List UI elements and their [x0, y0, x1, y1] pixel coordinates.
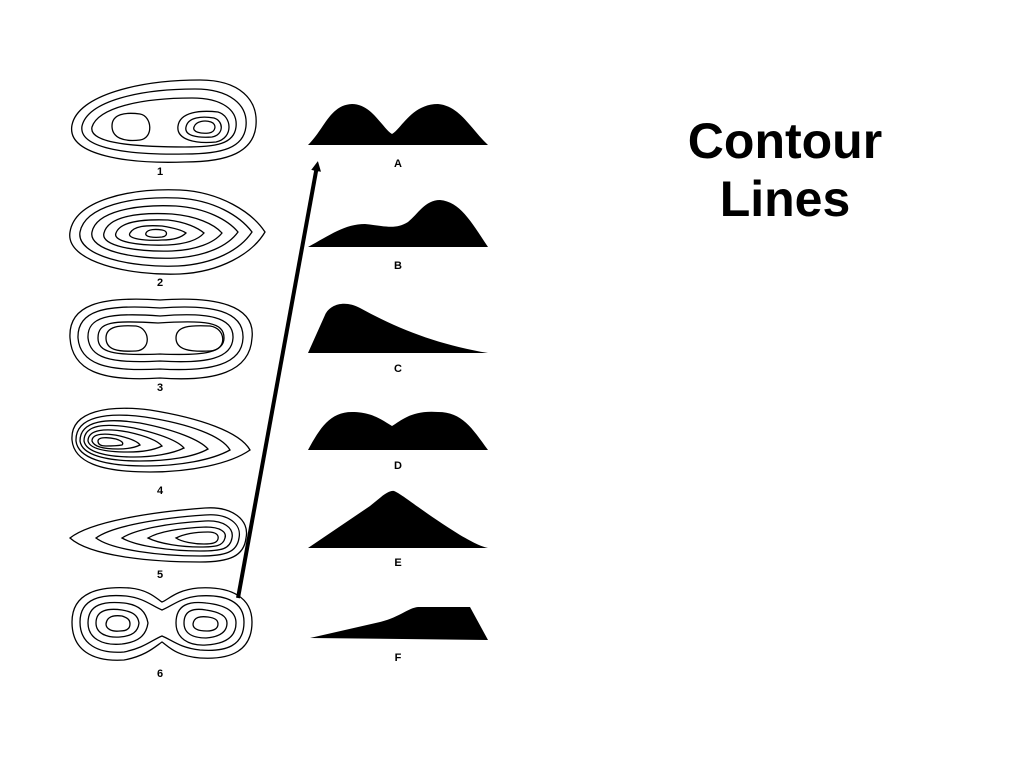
- profile-label: E: [394, 557, 401, 569]
- profile-label: D: [394, 460, 402, 472]
- slide-title: Contour Lines: [640, 112, 930, 228]
- match-arrow: [236, 161, 322, 599]
- profile-shape-C: [308, 303, 488, 353]
- contour-map-label: 5: [157, 569, 163, 581]
- profile-shape-B: [308, 200, 488, 247]
- profile-shape-F: [310, 607, 488, 640]
- contour-map-6: [71, 587, 253, 661]
- contour-map-label: 4: [157, 485, 164, 497]
- profile-label: C: [394, 363, 402, 375]
- contour-map-3: [69, 298, 253, 380]
- profile-shape-D: [308, 411, 488, 450]
- contour-map-label: 1: [157, 166, 163, 178]
- profile-shape-E: [308, 490, 488, 548]
- contour-map-4: [71, 407, 251, 473]
- title-line-2: Lines: [719, 171, 851, 227]
- profile-shape-A: [308, 104, 488, 145]
- contour-map-1: [71, 79, 257, 163]
- profile-label: B: [394, 260, 402, 272]
- profile-label: F: [395, 652, 402, 664]
- contour-map-label: 3: [157, 382, 163, 394]
- profile-label: A: [394, 158, 402, 170]
- title-line-1: Contour: [687, 113, 883, 169]
- contour-map-label: 2: [157, 277, 163, 289]
- contour-map-5: [68, 507, 248, 563]
- contour-map-2: [69, 189, 266, 275]
- contour-map-label: 6: [157, 668, 163, 680]
